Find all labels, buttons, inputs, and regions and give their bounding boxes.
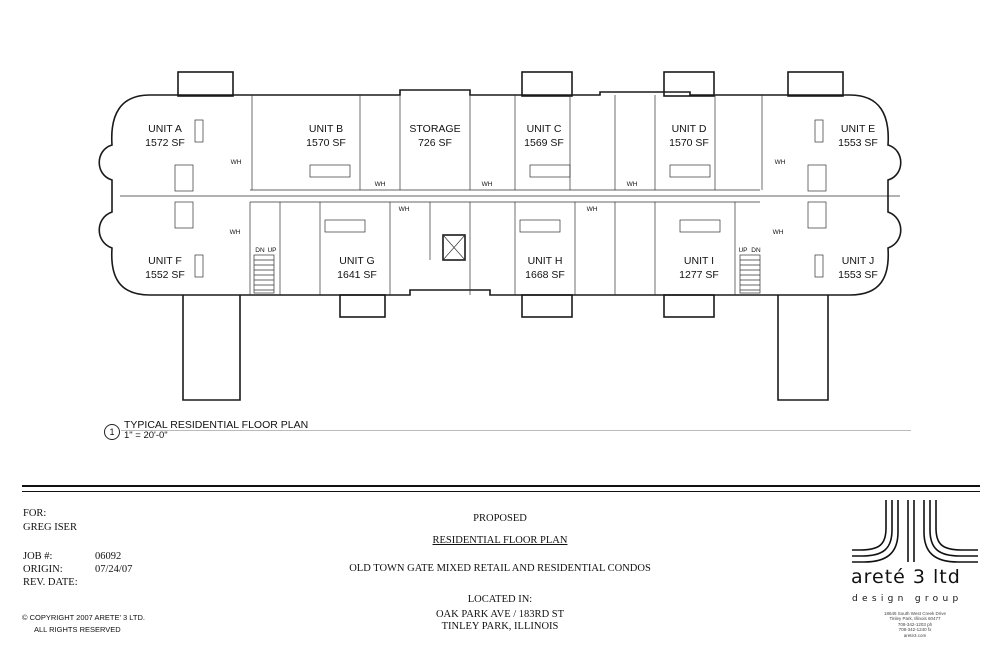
for-label: FOR: <box>23 508 47 519</box>
stairs-left <box>253 254 275 294</box>
stair-dn-tag: DN <box>255 247 265 254</box>
unit-area: 1553 SF <box>838 137 878 149</box>
unit-labels: UNIT A 1572 SF UNIT B 1570 SF STORAGE 72… <box>145 123 878 281</box>
unit-label: UNIT A <box>148 123 182 135</box>
wh-tag: WH <box>775 159 786 166</box>
stair-dn-tag: DN <box>751 247 761 254</box>
drawing-number: 1 <box>104 424 120 440</box>
firm-address-line: 708-342-1240 fx <box>898 627 932 633</box>
unit-area: 1668 SF <box>525 269 565 281</box>
firm-address-line: 18645 South West Creek Drive <box>884 611 946 616</box>
wh-tag: WH <box>773 229 784 236</box>
plan-tags: WH WH WH WH WH WH WH WH WH DN UP UP DN <box>230 159 786 254</box>
sheet-title: RESIDENTIAL FLOOR PLAN <box>432 535 568 546</box>
firm-address-line: Tinley Park, Illinois 60477 <box>889 616 941 622</box>
rev-date-label: REV. DATE: <box>23 577 78 588</box>
rights-text: ALL RIGHTS RESERVED <box>34 625 121 634</box>
unit-label: STORAGE <box>409 123 460 135</box>
located-label: LOCATED IN: <box>467 594 533 605</box>
stair-up-tag: UP <box>267 247 276 254</box>
unit-area: 1552 SF <box>145 269 185 281</box>
proposed-label: PROPOSED <box>473 513 527 524</box>
copyright-icon: © <box>22 613 28 622</box>
stair-up-tag: UP <box>738 247 747 254</box>
firm-tagline: design group <box>852 594 963 604</box>
address-line-1: OAK PARK AVE / 183RD ST <box>435 609 565 620</box>
title-block-rule <box>22 491 980 492</box>
unit-area: 1572 SF <box>145 137 185 149</box>
project-name: OLD TOWN GATE MIXED RETAIL AND RESIDENTI… <box>349 563 651 574</box>
wh-tag: WH <box>587 206 598 213</box>
unit-area: 1570 SF <box>306 137 346 149</box>
job-label: JOB #: <box>23 551 53 562</box>
drawing-scale: 1" = 20'-0" <box>124 430 168 441</box>
unit-area: 1641 SF <box>337 269 377 281</box>
unit-label: UNIT D <box>672 123 707 135</box>
stairs-right <box>739 254 761 294</box>
unit-label: UNIT F <box>148 255 182 267</box>
firm-address-line: arete3.com <box>903 632 927 638</box>
wh-tag: WH <box>399 206 410 213</box>
wh-tag: WH <box>375 181 386 188</box>
unit-area: 1570 SF <box>669 137 709 149</box>
building-outline <box>98 71 902 401</box>
firm-address-line: 708-342-1203 ph <box>897 621 933 627</box>
unit-label: UNIT I <box>684 255 714 267</box>
unit-label: UNIT H <box>528 255 563 267</box>
unit-label: UNIT J <box>842 255 874 267</box>
origin-value: 07/24/07 <box>95 564 133 575</box>
client-name: GREG ISER <box>23 522 77 533</box>
wh-tag: WH <box>231 159 242 166</box>
unit-label: UNIT C <box>527 123 562 135</box>
caption-divider <box>121 430 911 431</box>
floor-plan-drawing: UNIT A 1572 SF UNIT B 1570 SF STORAGE 72… <box>98 71 902 401</box>
unit-label: UNIT E <box>841 123 875 135</box>
firm-address: 18645 South West Creek Drive Tinley Park… <box>855 611 975 638</box>
origin-label: ORIGIN: <box>23 564 63 575</box>
title-block-rule <box>22 485 980 487</box>
unit-label: UNIT B <box>309 123 343 135</box>
unit-area: 1569 SF <box>524 137 564 149</box>
unit-area: 726 SF <box>418 137 452 149</box>
unit-area: 1277 SF <box>679 269 719 281</box>
copyright-text: COPYRIGHT 2007 ARETE' 3 LTD. <box>29 613 145 622</box>
copyright-line: © COPYRIGHT 2007 ARETE' 3 LTD. <box>22 613 145 622</box>
wh-tag: WH <box>230 229 241 236</box>
address-line-2: TINLEY PARK, ILLINOIS <box>441 621 559 632</box>
firm-logo-mark <box>852 500 978 563</box>
wh-tag: WH <box>482 181 493 188</box>
unit-area: 1553 SF <box>838 269 878 281</box>
unit-label: UNIT G <box>339 255 374 267</box>
drawing-title: TYPICAL RESIDENTIAL FLOOR PLAN <box>124 419 309 431</box>
firm-name: areté 3 ltd <box>851 566 961 588</box>
job-value: 06092 <box>95 551 122 562</box>
wh-tag: WH <box>627 181 638 188</box>
